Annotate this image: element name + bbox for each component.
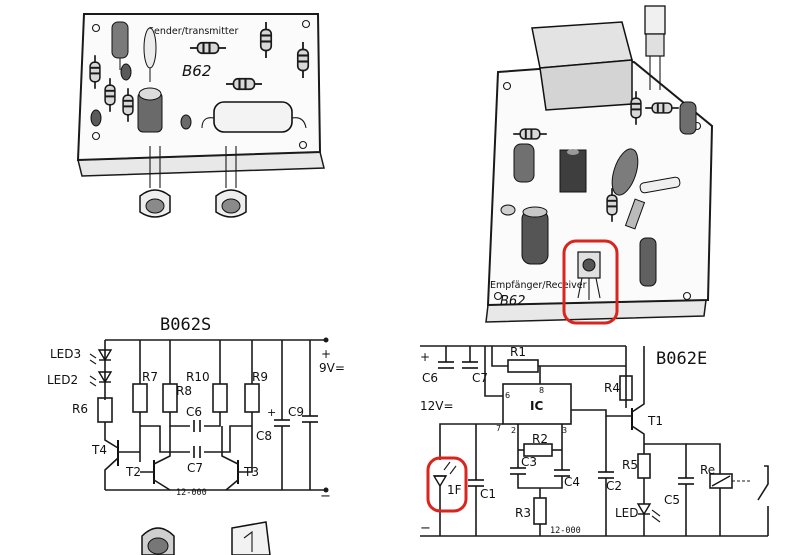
label-supply-minus: −: [320, 489, 331, 504]
transmitter-board-drawing: Sender/transmitter B62: [76, 13, 325, 218]
receiver-schematic: B062E R1 + C6 C7 IC 8 6 12V= 7 2 3: [420, 345, 769, 537]
label-rx-plus: +: [420, 350, 430, 364]
transmitter-header-text: Sender/transmitter: [148, 26, 238, 37]
label-c4: C4: [564, 475, 580, 489]
receiver-board-number: 12-000: [550, 526, 581, 536]
bottom-component-previews: [141, 521, 271, 555]
label-ic-pin6: 6: [505, 391, 510, 400]
label-r10: R10: [186, 370, 210, 384]
label-r3: R3: [515, 506, 531, 520]
label-t2: T2: [125, 465, 141, 479]
label-c8-plus: +: [267, 406, 276, 419]
label-led2: LED2: [47, 373, 78, 387]
label-supply-9v: 9V=: [319, 361, 345, 375]
transmitter-components: [89, 20, 310, 133]
label-ir-sensor: 1F: [447, 483, 462, 497]
label-ic: IC: [530, 399, 543, 413]
label-r7: R7: [142, 370, 158, 384]
receiver-schematic-title: B062E: [656, 349, 707, 369]
label-c5: C5: [664, 493, 680, 507]
transmitter-schematic: B062S LED3 LED2 R6 T4 R7 R8: [47, 315, 345, 504]
label-rx-c7: C7: [472, 371, 488, 385]
label-led3: LED3: [50, 347, 81, 361]
ir-sensor-schematic-highlight: [426, 456, 468, 513]
label-t1: T1: [647, 414, 663, 428]
label-ic-pin7: 7: [496, 424, 501, 433]
label-t4: T4: [91, 443, 107, 457]
receiver-board-code: B62: [500, 294, 525, 309]
label-c8: C8: [256, 429, 272, 443]
label-c2: C2: [606, 479, 622, 493]
label-ic-pin8: 8: [539, 386, 544, 395]
label-led: LED: [615, 506, 639, 520]
label-supply-plus: +: [321, 347, 331, 361]
label-r8: R8: [176, 384, 192, 398]
label-r9: R9: [252, 370, 268, 384]
receiver-board-drawing: Empfänger/Receiver B62: [485, 5, 714, 323]
receiver-board-label: Empfänger/Receiver: [490, 280, 587, 291]
transmitter-board-number: 12-000: [176, 488, 207, 498]
label-c9: C9: [288, 405, 304, 419]
label-r5: R5: [622, 458, 638, 472]
transmitter-schematic-title: B062S: [160, 315, 211, 335]
label-ic-pin3: 3: [562, 426, 567, 435]
label-r4: R4: [604, 381, 620, 395]
label-r6: R6: [72, 402, 88, 416]
label-c1: C1: [480, 487, 496, 501]
label-c7: C7: [187, 461, 203, 475]
label-relay: Re: [700, 463, 715, 477]
label-c6: C6: [186, 405, 202, 419]
label-c3: C3: [521, 455, 537, 469]
transmitter-board-code: B62: [182, 62, 211, 80]
label-r1: R1: [510, 345, 526, 359]
label-rx-minus: −: [420, 521, 431, 536]
ir-sensor-highlight-box: [562, 239, 619, 325]
label-r2: R2: [532, 432, 548, 446]
label-ic-pin2: 2: [511, 426, 516, 435]
label-rx-12v: 12V=: [420, 399, 454, 413]
label-rx-c6: C6: [422, 371, 438, 385]
label-t3: T3: [243, 465, 259, 479]
transmitter-ir-leds: [139, 146, 247, 218]
